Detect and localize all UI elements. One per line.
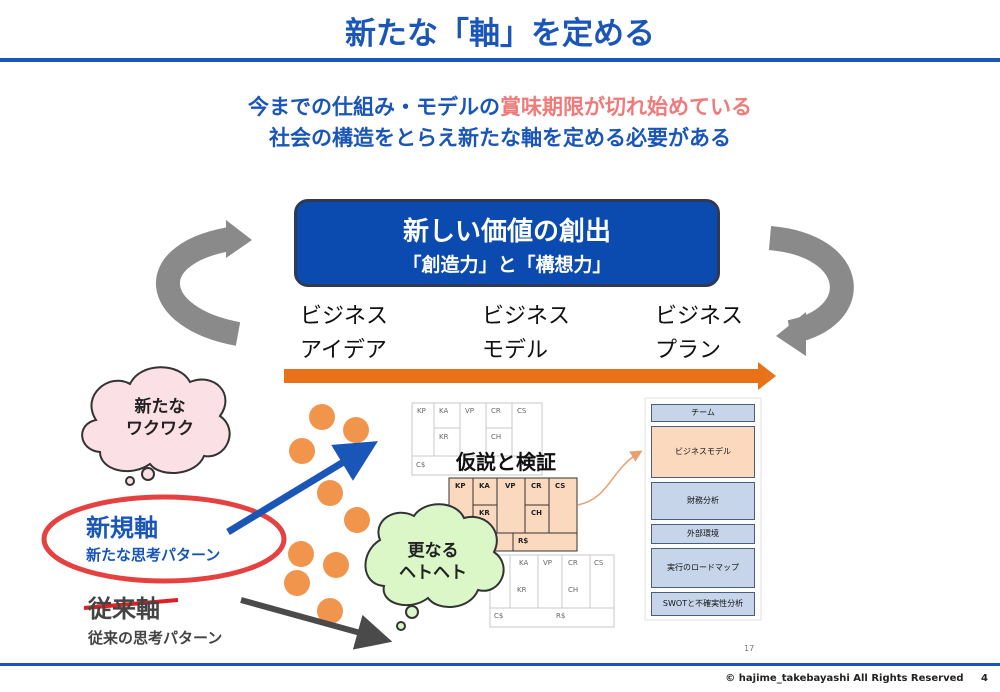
canvas-cell: VP	[465, 407, 475, 415]
canvas-cell: KR	[439, 433, 449, 441]
front-canvas-cell: R$	[518, 537, 529, 545]
plan-item-team: チーム	[651, 404, 755, 422]
old-axis-label: 従来軸	[88, 595, 160, 623]
cycle-arrow-right	[768, 226, 854, 356]
plan-item-finance: 財務分析	[651, 482, 755, 520]
canvas-cell: R$	[556, 612, 566, 620]
stage-plan-line1: ビジネス	[655, 304, 744, 329]
struggle-cloud-text: 更なる ヘトヘト	[378, 540, 488, 584]
small-page-number: 17	[744, 644, 755, 653]
old-axis-arrow	[240, 597, 393, 650]
canvas-cell: CH	[491, 433, 502, 441]
front-canvas-cell: KR	[479, 509, 490, 517]
front-canvas-cell: KP	[455, 482, 466, 490]
stage-model-line1: ビジネス	[482, 304, 571, 329]
front-canvas-cell: CH	[531, 509, 542, 517]
front-canvas-cell: CS	[555, 482, 566, 490]
canvas-cell: C$	[416, 461, 426, 469]
struggle-line1: 更なる	[407, 541, 459, 561]
stage-model: ビジネス モデル	[482, 300, 570, 368]
subtitle-line2: 社会の構造をとらえ新たな軸を定める必要がある	[269, 126, 731, 150]
front-canvas-cell: CR	[531, 482, 542, 490]
stage-idea: ビジネス アイデア	[300, 300, 388, 368]
struggle-cloud	[364, 503, 505, 631]
plan-frame	[644, 397, 762, 621]
idea-dots	[284, 404, 370, 624]
plan-item-model: ビジネスモデル	[651, 426, 755, 478]
canvas-cell: KA	[519, 559, 529, 567]
canvas-cell: CS	[594, 559, 604, 567]
subtitle-line1-text: 今までの仕組み・モデルの	[248, 95, 500, 119]
title-rule	[0, 58, 1000, 62]
plan-item-roadmap: 実行のロードマップ	[651, 548, 755, 588]
excite-line1: 新たな	[134, 397, 186, 417]
stage-idea-line1: ビジネス	[300, 304, 389, 329]
red-oval	[41, 494, 287, 584]
subtitle-highlight: 賞味期限が切れ始めている	[500, 95, 752, 119]
excite-cloud	[81, 366, 231, 486]
front-canvas-cell: VP	[505, 482, 516, 490]
value-subtitle: 「創造力」と「構想力」	[402, 254, 612, 276]
progress-arrow	[284, 362, 776, 390]
new-axis-label: 新規軸	[86, 514, 158, 542]
canvas-grid-back	[411, 402, 543, 476]
struggle-line2: ヘトヘト	[399, 563, 467, 583]
new-axis-arrow	[226, 441, 378, 535]
stage-plan: ビジネス プラン	[655, 300, 743, 368]
canvas-cell: CH	[568, 586, 579, 594]
stage-plan-line2: プラン	[655, 338, 722, 363]
stage-model-line2: モデル	[482, 338, 549, 363]
footer-rule	[0, 663, 1000, 666]
plan-item-swot: SWOTと不確実性分析	[651, 592, 755, 616]
copyright-text: © hajime_takebayashi All Rights Reserved	[725, 673, 964, 684]
subtitle-line1: 今までの仕組み・モデルの賞味期限が切れ始めている	[0, 91, 1000, 121]
canvas-cell: KR	[517, 586, 527, 594]
canvas-cell: VP	[543, 559, 553, 567]
canvas-cell: CR	[568, 559, 578, 567]
canvas-cell: CS	[517, 407, 527, 415]
strike-line	[83, 598, 179, 610]
footer: © hajime_takebayashi All Rights Reserved…	[725, 673, 988, 684]
cycle-arrow-left	[156, 220, 252, 346]
value-title: 新しい価値の創出	[402, 217, 611, 247]
plan-item-environment: 外部環境	[651, 524, 755, 544]
old-axis-sub: 従来の思考パターン	[88, 629, 223, 647]
connector-arrow	[577, 450, 643, 506]
excite-cloud-text: 新たな ワクワク	[100, 396, 220, 440]
front-canvas-cell: KA	[479, 482, 490, 490]
canvas-cell: KA	[439, 407, 449, 415]
canvas-cell: CR	[491, 407, 501, 415]
canvas-cell: C$	[494, 612, 504, 620]
page-title: 新たな「軸」を定める	[345, 16, 655, 52]
excite-line2: ワクワク	[126, 419, 194, 439]
hypothesis-label: 仮説と検証	[456, 450, 556, 474]
value-creation-box: 新しい価値の創出 「創造力」と「構想力」	[294, 199, 720, 287]
canvas-cell: KP	[417, 407, 426, 415]
stage-idea-line2: アイデア	[300, 338, 387, 363]
canvas-grid-back-2	[489, 554, 615, 628]
new-axis-sub: 新たな思考パターン	[86, 546, 221, 564]
page-number: 4	[981, 673, 988, 684]
